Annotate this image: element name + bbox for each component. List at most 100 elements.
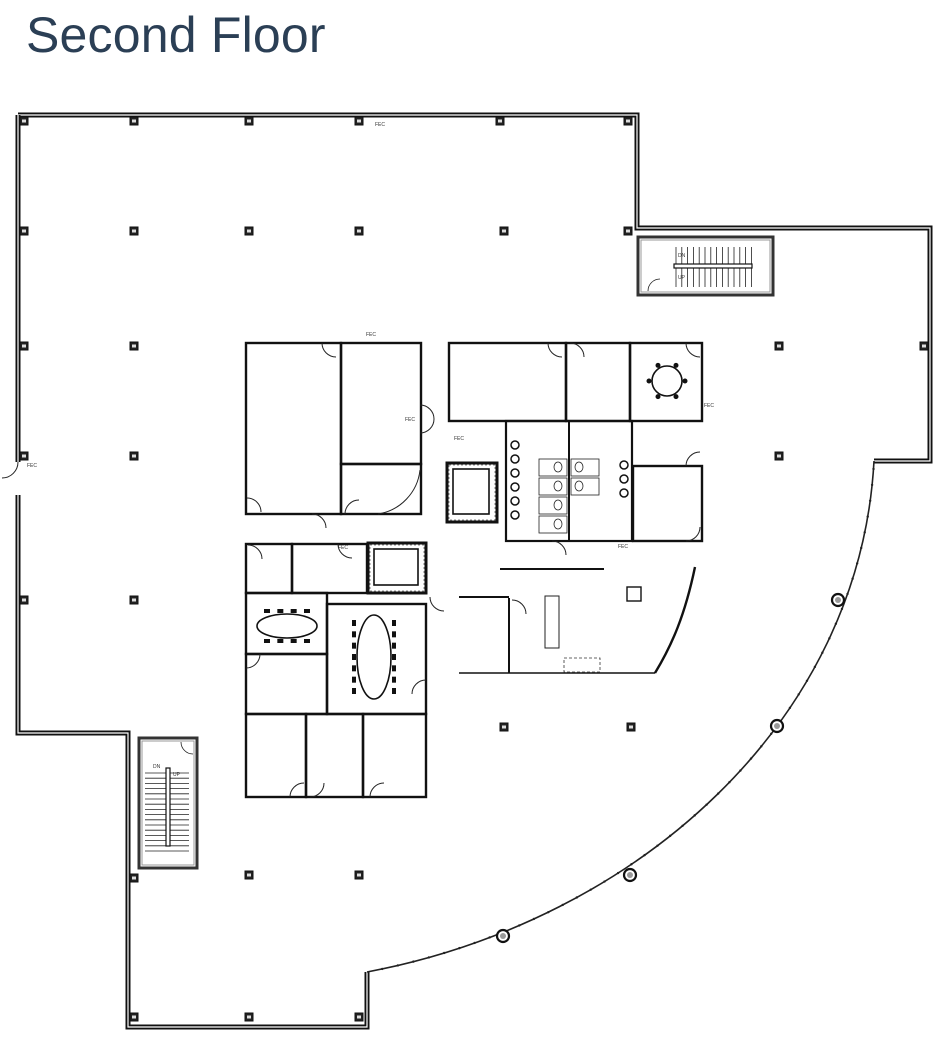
mullion xyxy=(668,834,672,838)
column-core xyxy=(132,344,136,348)
door-swing xyxy=(377,469,421,515)
chair-icon xyxy=(392,665,396,672)
mullion xyxy=(770,732,773,735)
column-core xyxy=(357,229,361,233)
exterior-wall xyxy=(15,495,370,1030)
conference-table xyxy=(356,614,392,700)
mullion xyxy=(616,871,620,875)
mullion xyxy=(870,483,874,487)
door-swing xyxy=(309,782,325,798)
stair-handrail xyxy=(165,767,171,847)
toilet-icon xyxy=(553,499,563,511)
fec-label: FEC xyxy=(27,463,37,469)
door-swing xyxy=(419,404,435,420)
chair-icon xyxy=(392,676,396,683)
mullion xyxy=(589,888,592,891)
chair-icon xyxy=(264,639,270,643)
sink-icon xyxy=(510,440,520,450)
exterior-wall xyxy=(18,112,933,464)
column-core xyxy=(498,119,502,123)
mullion xyxy=(693,814,696,817)
chair-icon xyxy=(264,609,270,613)
column-core xyxy=(22,344,26,348)
room xyxy=(290,542,369,595)
door-swing xyxy=(311,513,327,529)
fec-label: FEC xyxy=(618,544,628,550)
elevators xyxy=(366,461,499,595)
fec-label: FEC xyxy=(405,417,415,423)
mullion xyxy=(656,844,659,847)
sink-icon xyxy=(619,474,629,484)
mullion xyxy=(630,863,633,866)
mullion xyxy=(473,941,476,945)
room xyxy=(631,464,704,543)
mullion xyxy=(603,880,606,883)
door-swing xyxy=(551,540,567,556)
elevator-car xyxy=(373,548,419,586)
curtain-wall-arc xyxy=(366,460,875,973)
column-core xyxy=(132,454,136,458)
column-core xyxy=(357,119,361,123)
stair-inner xyxy=(141,740,195,866)
entry-door-swing xyxy=(1,461,19,479)
stair-door-swing xyxy=(180,741,194,755)
furniture xyxy=(256,362,697,700)
mullion xyxy=(396,964,400,967)
chair-icon xyxy=(392,654,396,660)
column-core xyxy=(777,454,781,458)
toilet-stall xyxy=(538,477,568,496)
column-core xyxy=(22,598,26,602)
chair-icon xyxy=(352,642,356,649)
appliance xyxy=(626,586,642,602)
sink-icon xyxy=(619,488,629,498)
mullion xyxy=(532,917,536,921)
door-swings xyxy=(245,342,701,798)
elevator-shaft xyxy=(366,541,428,595)
column-core xyxy=(777,344,781,348)
room xyxy=(244,341,343,516)
elevator-shaft xyxy=(445,461,499,524)
column-round-core xyxy=(774,723,780,729)
door-swing xyxy=(685,451,701,467)
column-round-core xyxy=(500,933,506,939)
mullion xyxy=(442,951,446,955)
toilet-icon xyxy=(553,480,563,492)
chair-icon xyxy=(392,631,396,638)
column-core xyxy=(502,725,506,729)
elevator-car xyxy=(452,468,490,515)
door-swing xyxy=(569,342,585,358)
door-swing xyxy=(245,653,261,669)
door-swing xyxy=(511,599,527,615)
round-table xyxy=(651,365,683,397)
mullion xyxy=(575,896,579,899)
mullion xyxy=(866,515,869,518)
mullion xyxy=(821,651,824,654)
chair-icon xyxy=(290,639,297,643)
room xyxy=(339,341,423,466)
door-swing xyxy=(344,499,360,515)
structural-columns xyxy=(19,116,929,1022)
column-round-core xyxy=(835,597,841,603)
toilet-icon xyxy=(553,518,563,530)
room xyxy=(304,712,365,799)
sink-icon xyxy=(510,468,520,478)
exterior-wall-inner xyxy=(17,495,368,1028)
column-core xyxy=(22,119,26,123)
chair-icon xyxy=(655,394,661,400)
stair-dn-label: DN xyxy=(678,253,686,259)
toilet-stall xyxy=(538,515,568,534)
door-swing xyxy=(685,342,701,358)
door-swing xyxy=(337,543,353,559)
column-core xyxy=(357,1015,361,1019)
fec-label: FEC xyxy=(375,122,385,128)
chair-icon xyxy=(392,620,396,626)
mullion xyxy=(716,792,720,795)
mullion xyxy=(381,967,384,971)
elevator-wall-fill xyxy=(448,464,496,521)
sink-icon xyxy=(510,510,520,520)
column-core xyxy=(132,229,136,233)
toilet-icon xyxy=(553,461,563,473)
column-core xyxy=(22,229,26,233)
exterior-wall-inner xyxy=(18,114,931,462)
